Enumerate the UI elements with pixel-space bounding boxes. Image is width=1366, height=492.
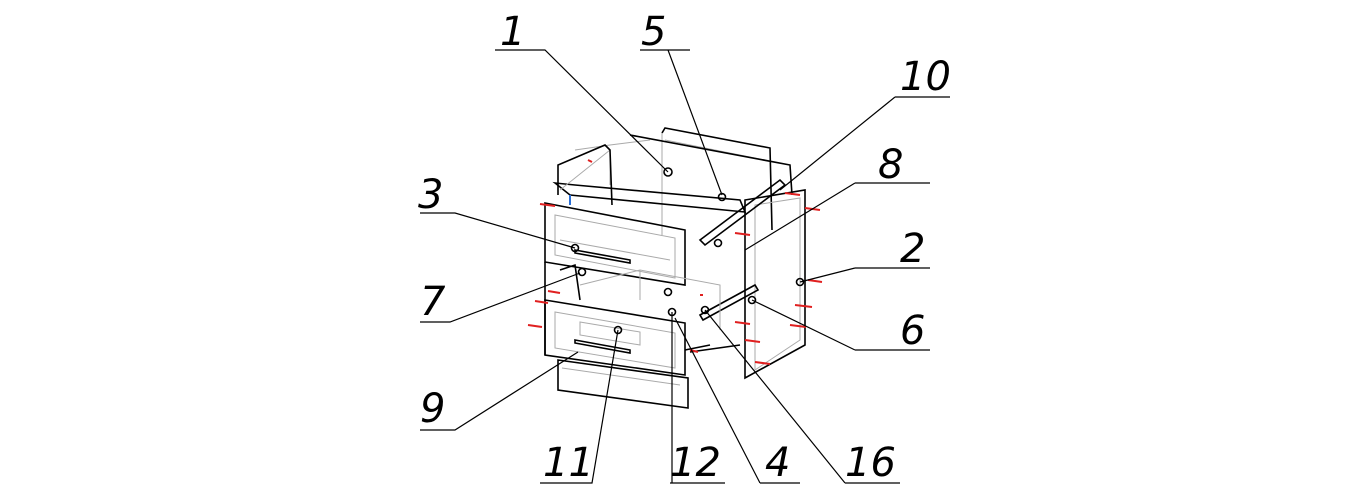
callout-8: 8 (878, 142, 903, 188)
leader-7 (420, 272, 581, 323)
leader-4 (674, 317, 800, 484)
leader-6 (751, 299, 930, 351)
callout-7: 7 (420, 279, 446, 325)
callout-16: 16 (845, 440, 896, 486)
callout-10: 10 (900, 54, 951, 100)
callout-4: 4 (765, 440, 790, 486)
callout-2: 2 (900, 226, 925, 272)
callout-11: 11 (543, 440, 594, 486)
callout-1: 1 (500, 9, 525, 55)
leader-12 (670, 312, 725, 484)
leader-lines (420, 49, 950, 484)
leader-5 (640, 49, 723, 196)
leader-1 (495, 49, 669, 173)
callout-12: 12 (670, 440, 721, 486)
leader-10 (779, 96, 950, 191)
leader-2 (799, 267, 930, 283)
leader-3 (420, 212, 576, 249)
callout-labels: 1 5 10 8 3 2 7 6 9 11 12 4 16 (418, 9, 951, 486)
callout-6: 6 (900, 308, 925, 354)
callout-5: 5 (641, 9, 666, 55)
callout-3: 3 (418, 172, 443, 218)
leader-9 (420, 351, 579, 431)
leader-8 (744, 182, 930, 251)
leader-11 (540, 329, 619, 484)
leader-16 (704, 309, 900, 484)
cabinet-body (544, 127, 806, 409)
callout-9: 9 (420, 386, 445, 432)
